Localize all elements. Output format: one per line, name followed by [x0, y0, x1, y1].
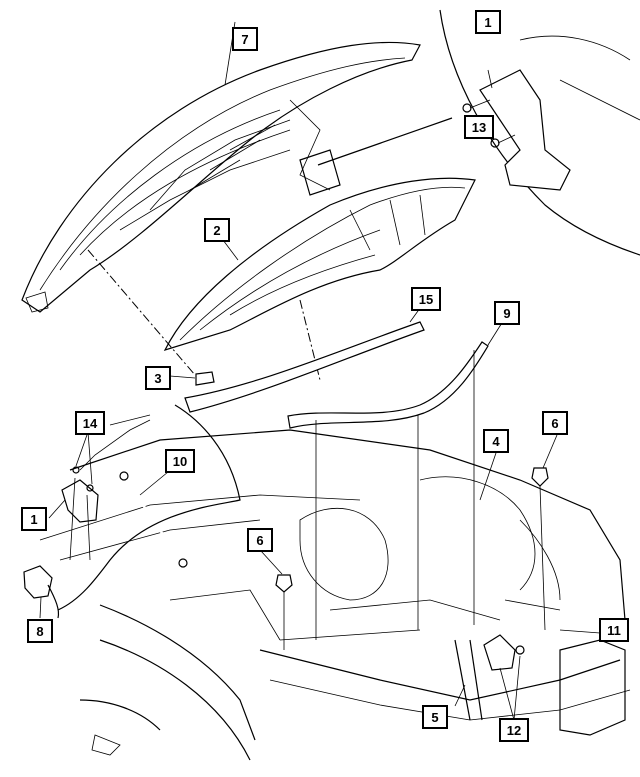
svg-text:7: 7 — [241, 32, 248, 47]
callout-15: 15 — [411, 287, 441, 311]
fastener-clip-mid — [275, 574, 293, 593]
svg-text:6: 6 — [551, 416, 558, 431]
cowl-seal — [184, 321, 425, 413]
engine-compartment — [39, 414, 631, 761]
svg-text:13: 13 — [472, 120, 486, 135]
svg-text:5: 5 — [431, 710, 438, 725]
callout-12: 12 — [499, 718, 529, 742]
hood-bumper — [195, 371, 215, 386]
svg-text:10: 10 — [173, 454, 187, 469]
radiator-seal — [287, 341, 489, 429]
support-rods — [454, 639, 483, 721]
inset-leader-line — [317, 117, 453, 166]
svg-text:6: 6 — [256, 533, 263, 548]
bumper-centerline — [87, 249, 196, 376]
hinge-detail-inset — [439, 9, 640, 256]
latch-striker — [483, 634, 525, 671]
callout-2: 2 — [204, 218, 230, 242]
callout-13: 13 — [464, 115, 494, 139]
svg-text:1: 1 — [484, 15, 491, 30]
callout-1-left: 1 — [21, 507, 47, 531]
svg-text:4: 4 — [492, 434, 500, 449]
callout-6-right: 6 — [542, 411, 568, 435]
fastener-clip-right — [531, 467, 549, 487]
svg-text:11: 11 — [607, 623, 621, 638]
svg-text:14: 14 — [83, 416, 98, 431]
callout-5: 5 — [422, 705, 448, 729]
callout-14: 14 — [75, 411, 105, 435]
callout-1-top: 1 — [475, 10, 501, 34]
callout-4: 4 — [483, 429, 509, 453]
hood-panel — [21, 41, 421, 313]
release-cable — [57, 404, 241, 611]
callout-9: 9 — [494, 301, 520, 325]
hood-prop-rod — [119, 471, 188, 568]
svg-text:12: 12 — [507, 723, 521, 738]
callout-11: 11 — [599, 618, 629, 642]
hood-hinge-left — [61, 466, 99, 523]
callout-10: 10 — [165, 449, 195, 473]
svg-text:2: 2 — [213, 223, 220, 238]
svg-text:8: 8 — [36, 624, 43, 639]
callout-3: 3 — [145, 366, 171, 390]
hood-latch — [23, 565, 60, 619]
svg-text:15: 15 — [419, 292, 433, 307]
svg-text:3: 3 — [154, 371, 161, 386]
svg-text:9: 9 — [503, 306, 510, 321]
callout-7: 7 — [232, 27, 258, 51]
callout-8: 8 — [27, 619, 53, 643]
callout-6-mid: 6 — [247, 528, 273, 552]
hood-silencer-pad — [163, 177, 476, 351]
svg-text:1: 1 — [30, 512, 37, 527]
